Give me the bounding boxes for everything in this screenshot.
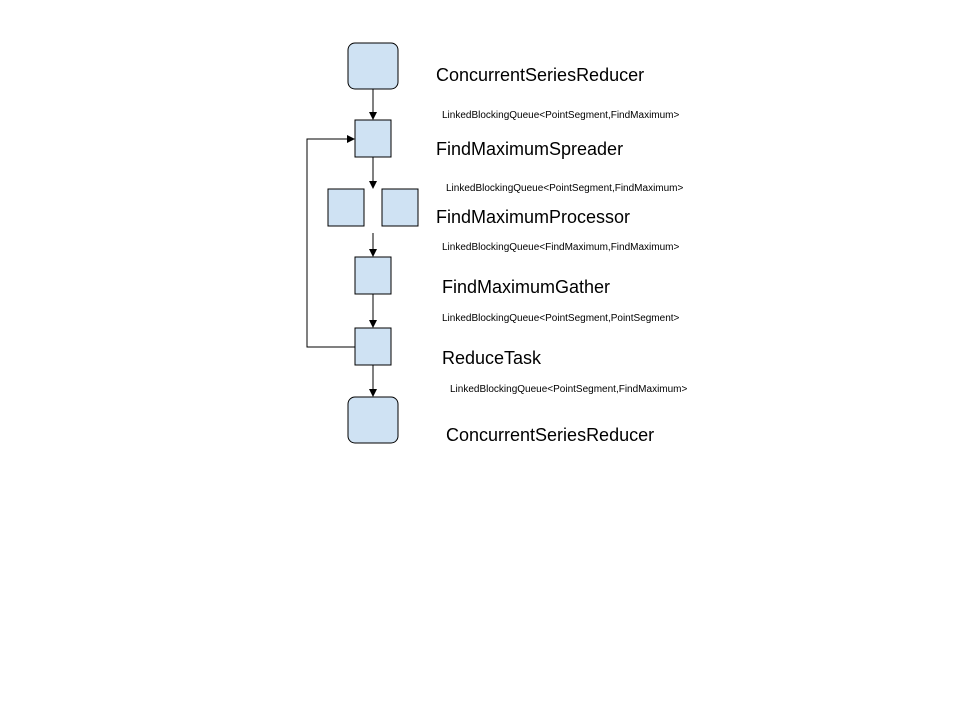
- queue-label-1: LinkedBlockingQueue<PointSegment,FindMax…: [442, 110, 680, 121]
- queue-label-3: LinkedBlockingQueue<FindMaximum,FindMaxi…: [442, 242, 679, 253]
- stage-label-sink-reducer: ConcurrentSeriesReducer: [446, 425, 654, 445]
- source-reducer-node: [347, 42, 399, 90]
- stage-label-reduce-task: ReduceTask: [442, 348, 542, 368]
- stage-label-gather: FindMaximumGather: [442, 277, 610, 297]
- gather-node: [354, 256, 392, 295]
- feedback-loop-arrow: [306, 135, 355, 348]
- processor-node-right: [381, 188, 419, 227]
- reduce-task-node: [354, 327, 392, 366]
- stage-label-processor: FindMaximumProcessor: [436, 207, 630, 227]
- stage-label-spreader: FindMaximumSpreader: [436, 139, 623, 159]
- processor-node-left: [327, 188, 365, 227]
- sink-reducer-node: [347, 396, 399, 444]
- stage-label-source-reducer: ConcurrentSeriesReducer: [436, 65, 644, 85]
- spreader-node: [354, 119, 392, 158]
- queue-label-5: LinkedBlockingQueue<PointSegment,FindMax…: [450, 384, 688, 395]
- queue-label-4: LinkedBlockingQueue<PointSegment,PointSe…: [442, 313, 680, 324]
- queue-label-2: LinkedBlockingQueue<PointSegment,FindMax…: [446, 183, 684, 194]
